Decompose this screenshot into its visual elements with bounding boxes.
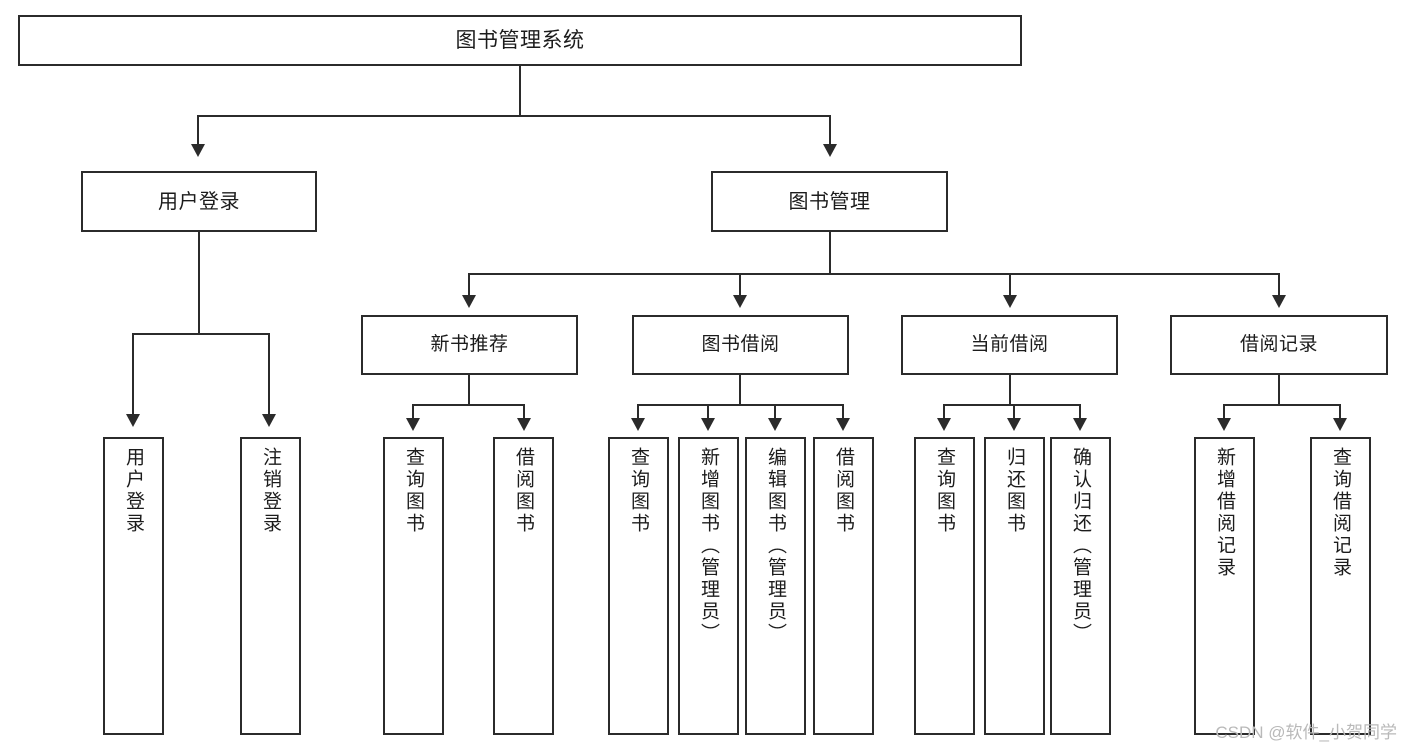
- edge-login-bus: [132, 333, 269, 335]
- node-book-management[interactable]: 图书管理: [711, 171, 948, 232]
- edge-recommend-to-leaf1: [412, 404, 414, 421]
- edge-currentborrow-to-leaf2: [1013, 404, 1015, 421]
- edge-bookmgmt-stem: [829, 232, 831, 274]
- leaf-borrow-add-book-admin[interactable]: 新增图书（管理员）: [678, 437, 739, 735]
- node-new-book-recommend[interactable]: 新书推荐: [361, 315, 578, 375]
- node-label: 查询图书: [628, 447, 649, 535]
- edge-borrowrecord-to-leaf1: [1223, 404, 1225, 421]
- edge-root-to-bookmgmt: [829, 115, 831, 147]
- node-label: 新增借阅记录: [1214, 447, 1235, 579]
- node-label: 图书借阅: [701, 333, 780, 355]
- edge-borrowrecord-bus: [1223, 404, 1340, 406]
- arrow-currentborrow-to-leaf1: [937, 418, 951, 431]
- edge-currentborrow-stem: [1009, 375, 1011, 405]
- edge-bookmgmt-bus: [468, 273, 1280, 275]
- edge-currentborrow-to-leaf3: [1079, 404, 1081, 421]
- leaf-recommend-query-book[interactable]: 查询图书: [383, 437, 444, 735]
- node-root-system[interactable]: 图书管理系统: [18, 15, 1022, 66]
- node-current-borrow[interactable]: 当前借阅: [901, 315, 1118, 375]
- arrow-bookmgmt-to-l3a: [462, 295, 476, 308]
- node-label: 注销登录: [260, 447, 281, 535]
- node-label: 查询图书: [403, 447, 424, 535]
- node-label: 编辑图书（管理员）: [765, 447, 786, 645]
- arrow-bookmgmt-to-l3c: [1003, 295, 1017, 308]
- edge-bookborrow-to-leaf4: [842, 404, 844, 421]
- arrow-borrowrecord-to-leaf2: [1333, 418, 1347, 431]
- arrow-bookborrow-to-leaf1: [631, 418, 645, 431]
- edge-login-stem: [198, 232, 200, 334]
- leaf-user-login[interactable]: 用户登录: [103, 437, 164, 735]
- edge-bookmgmt-to-l3d: [1278, 273, 1280, 298]
- edge-borrowrecord-stem: [1278, 375, 1280, 405]
- node-label: 查询借阅记录: [1330, 447, 1351, 579]
- edge-recommend-bus: [412, 404, 524, 406]
- node-label: 新书推荐: [430, 333, 509, 355]
- leaf-recommend-borrow-book[interactable]: 借阅图书: [493, 437, 554, 735]
- edge-recommend-stem: [468, 375, 470, 405]
- node-borrow-record[interactable]: 借阅记录: [1170, 315, 1388, 375]
- arrow-recommend-to-leaf1: [406, 418, 420, 431]
- edge-borrowrecord-to-leaf2: [1339, 404, 1341, 421]
- edge-login-to-leaf1: [132, 333, 134, 417]
- edge-currentborrow-to-leaf1: [943, 404, 945, 421]
- node-label: 用户登录: [158, 190, 240, 213]
- node-label: 借阅图书: [833, 447, 854, 535]
- leaf-borrow-query-book[interactable]: 查询图书: [608, 437, 669, 735]
- leaf-current-query-book[interactable]: 查询图书: [914, 437, 975, 735]
- arrow-bookborrow-to-leaf2: [701, 418, 715, 431]
- arrow-borrowrecord-to-leaf1: [1217, 418, 1231, 431]
- node-label: 借阅图书: [513, 447, 534, 535]
- arrow-bookborrow-to-leaf3: [768, 418, 782, 431]
- node-label: 确认归还（管理员）: [1070, 447, 1091, 645]
- edge-currentborrow-bus: [943, 404, 1080, 406]
- edge-bookmgmt-to-l3b: [739, 273, 741, 298]
- node-label: 当前借阅: [970, 333, 1049, 355]
- node-book-borrow[interactable]: 图书借阅: [632, 315, 849, 375]
- edge-recommend-to-leaf2: [523, 404, 525, 421]
- node-label: 用户登录: [123, 447, 144, 535]
- leaf-logout[interactable]: 注销登录: [240, 437, 301, 735]
- arrow-currentborrow-to-leaf3: [1073, 418, 1087, 431]
- node-label: 新增图书（管理员）: [698, 447, 719, 645]
- edge-root-to-login: [197, 115, 199, 147]
- edge-bookmgmt-to-l3c: [1009, 273, 1011, 298]
- arrow-bookmgmt-to-l3d: [1272, 295, 1286, 308]
- arrow-bookborrow-to-leaf4: [836, 418, 850, 431]
- node-label: 图书管理: [788, 190, 871, 213]
- leaf-borrow-edit-book-admin[interactable]: 编辑图书（管理员）: [745, 437, 806, 735]
- arrow-bookmgmt-to-l3b: [733, 295, 747, 308]
- arrow-currentborrow-to-leaf2: [1007, 418, 1021, 431]
- edge-bookborrow-to-leaf1: [637, 404, 639, 421]
- arrow-root-to-login: [191, 144, 205, 157]
- edge-bookborrow-to-leaf3: [774, 404, 776, 421]
- edge-root-stem: [519, 66, 521, 116]
- node-label: 图书管理系统: [455, 28, 585, 52]
- arrow-login-to-leaf2: [262, 414, 276, 427]
- leaf-current-return-book[interactable]: 归还图书: [984, 437, 1045, 735]
- arrow-root-to-bookmgmt: [823, 144, 837, 157]
- leaf-record-add[interactable]: 新增借阅记录: [1194, 437, 1255, 735]
- node-label: 归还图书: [1004, 447, 1025, 535]
- arrow-login-to-leaf1: [126, 414, 140, 427]
- node-label: 借阅记录: [1239, 333, 1318, 355]
- arrow-recommend-to-leaf2: [517, 418, 531, 431]
- edge-root-bus: [197, 115, 831, 117]
- edge-bookborrow-stem: [739, 375, 741, 405]
- leaf-current-confirm-return-admin[interactable]: 确认归还（管理员）: [1050, 437, 1111, 735]
- node-label: 查询图书: [934, 447, 955, 535]
- edge-login-to-leaf2: [268, 333, 270, 417]
- edge-bookmgmt-to-l3a: [468, 273, 470, 298]
- leaf-record-query[interactable]: 查询借阅记录: [1310, 437, 1371, 735]
- edge-bookborrow-bus: [637, 404, 843, 406]
- node-user-login[interactable]: 用户登录: [81, 171, 317, 232]
- edge-bookborrow-to-leaf2: [707, 404, 709, 421]
- leaf-borrow-borrow-book[interactable]: 借阅图书: [813, 437, 874, 735]
